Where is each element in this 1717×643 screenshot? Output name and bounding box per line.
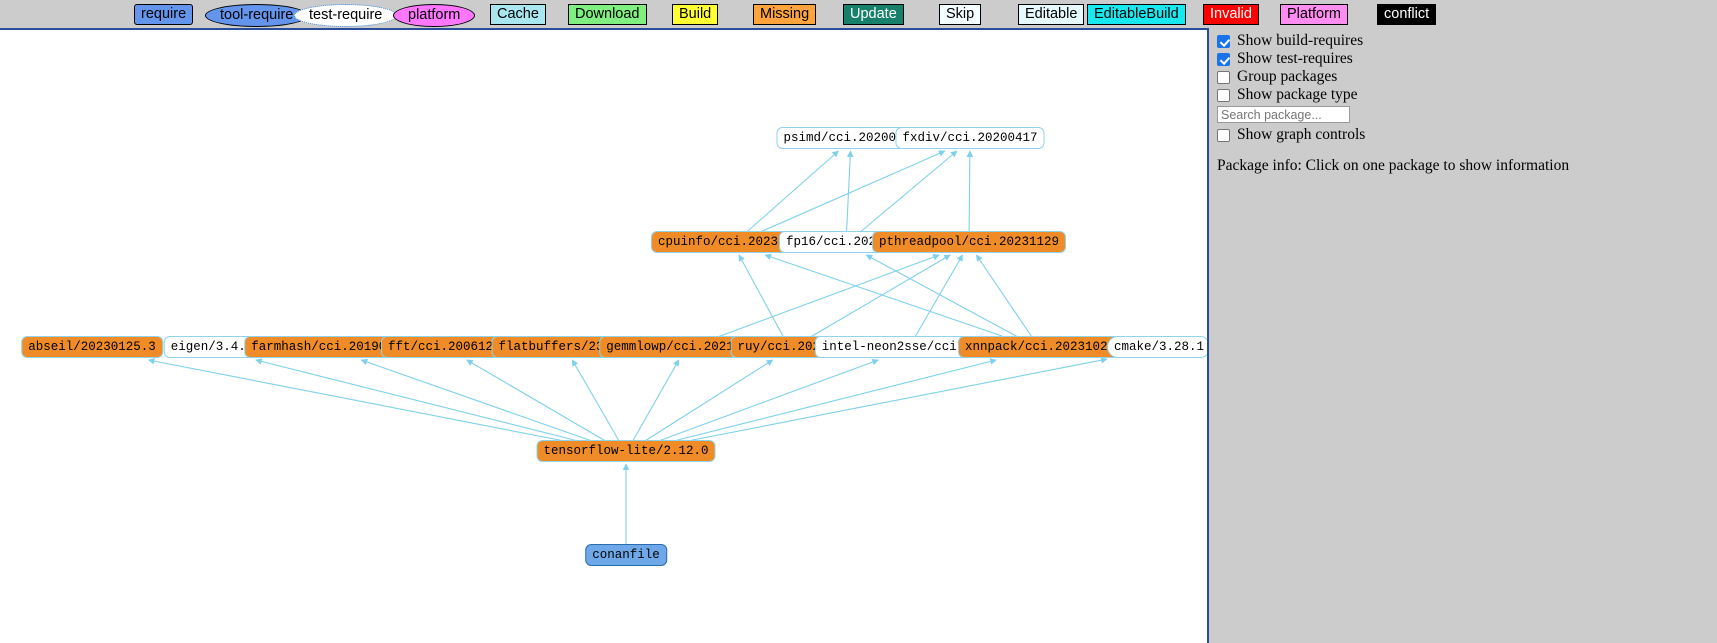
checkbox-row-group-packages[interactable]: Group packages — [1217, 68, 1717, 86]
graph-edge-xnnpack-to-fp16 — [865, 254, 1020, 339]
graph-edge-cpuinfo-to-psimd — [745, 150, 839, 234]
checkbox-label-group-packages: Group packages — [1237, 68, 1338, 85]
legend-item-test-require: test-require — [294, 4, 398, 27]
graph-node-fxdiv[interactable]: fxdiv/cci.20200417 — [895, 127, 1045, 149]
package-info-text: Package info: Click on one package to sh… — [1217, 157, 1570, 174]
legend-item-skip: Skip — [939, 4, 982, 25]
graph-edge-xnnpack-to-pthreadpool — [975, 254, 1034, 339]
graph-edge-tflite-to-farmhash — [360, 358, 595, 443]
graph-node-gemmlowp[interactable]: gemmlowp/cci.20210928 — [599, 336, 771, 358]
legend-item-missing: Missing — [753, 4, 817, 25]
checkbox-show-test-requires[interactable] — [1217, 52, 1230, 66]
graph-edge-tflite-to-xnnpack — [669, 358, 997, 443]
legend-item-invalid: Invalid — [1203, 4, 1259, 25]
legend-item-build: Build — [672, 4, 719, 25]
legend-item-platform: platform — [393, 4, 476, 27]
legend-item-require: require — [134, 4, 194, 25]
graph-node-pthreadpool[interactable]: pthreadpool/cci.20231129 — [871, 231, 1067, 253]
graph-edge-tflite-to-fft — [466, 359, 608, 443]
graph-node-psimd[interactable]: psimd/cci.20200517 — [776, 127, 926, 149]
checkbox-group-packages[interactable] — [1217, 70, 1230, 84]
graph-node-xnnpack[interactable]: xnnpack/cci.20231026 — [957, 336, 1123, 358]
graph-edge-tflite-to-eigen — [255, 358, 583, 443]
checkbox-row-show-package-type[interactable]: Show package type — [1217, 86, 1717, 104]
checkbox-label-show-build-requires: Show build-requires — [1237, 32, 1364, 49]
legend-item-conflict: conflict — [1377, 4, 1437, 25]
graph-edge-fp16-to-psimd — [845, 150, 854, 234]
checkbox-label-show-test-requires: Show test-requires — [1237, 50, 1353, 67]
checkbox-show-build-requires[interactable] — [1217, 34, 1230, 48]
graph-edge-tflite-to-ruy — [643, 359, 774, 443]
legend-item-platform: Platform — [1280, 4, 1348, 25]
graph-edges — [147, 150, 1108, 546]
graph-edge-pthreadpool-to-fxdiv — [966, 150, 974, 234]
checkbox-row-show-test-requires[interactable]: Show test-requires — [1217, 50, 1717, 68]
graph-edge-neon2sse-to-pthreadpool — [913, 254, 964, 339]
graph-node-abseil[interactable]: abseil/20230125.3 — [21, 336, 163, 358]
graph-edge-ruy-to-cpuinfo — [738, 254, 785, 339]
graph-edge-cpuinfo-to-fxdiv — [757, 150, 946, 234]
graph-edge-tflite-to-abseil — [147, 357, 570, 443]
graph-edge-xnnpack-to-cpuinfo — [764, 253, 1008, 339]
graph-node-fft[interactable]: fft/cci.20061228 — [380, 336, 516, 358]
legend-item-editablebuild: EditableBuild — [1087, 4, 1186, 25]
graph-node-neon2sse[interactable]: intel-neon2sse/cci.2021 — [814, 336, 1002, 358]
legend-item-cache: Cache — [490, 4, 546, 25]
graph-edge-tflite-to-cmake — [682, 356, 1108, 443]
checkbox-show-graph-controls[interactable] — [1217, 128, 1230, 142]
checkbox-label-show-graph-controls: Show graph controls — [1237, 126, 1366, 143]
search-input[interactable] — [1217, 106, 1350, 123]
graph-edge-tflite-to-neon2sse — [655, 358, 879, 443]
checkbox-row-show-graph-controls[interactable]: Show graph controls — [1217, 126, 1717, 144]
legend-item-download: Download — [568, 4, 647, 25]
graph-edge-gemmlowp-to-pthreadpool — [714, 253, 940, 339]
graph-node-cpuinfo[interactable]: cpuinfo/cci.20231129 — [650, 231, 816, 253]
graph-edge-tflite-to-flatbuffers — [571, 359, 621, 443]
graph-edge-ruy-to-pthreadpool — [808, 254, 951, 339]
legend-item-update: Update — [843, 4, 904, 25]
checkbox-row-show-build-requires[interactable]: Show build-requires — [1217, 32, 1717, 50]
graph-edge-tflite-to-gemmlowp — [631, 359, 680, 443]
graph-node-farmhash[interactable]: farmhash/cci.20190513 — [244, 336, 416, 358]
graph-node-tflite[interactable]: tensorflow-lite/2.12.0 — [536, 440, 716, 462]
graph-node-cmake[interactable]: cmake/3.28.1 — [1106, 336, 1207, 358]
legend-item-tool-require: tool-require — [205, 4, 309, 27]
checkbox-label-show-package-type: Show package type — [1237, 86, 1358, 103]
legend-item-editable: Editable — [1018, 4, 1085, 25]
graph-edge-fp16-to-fxdiv — [858, 150, 958, 234]
graph-node-eigen[interactable]: eigen/3.4.0 — [163, 336, 261, 358]
checkbox-show-package-type[interactable] — [1217, 88, 1230, 102]
graph-node-conanfile[interactable]: conanfile — [585, 544, 667, 566]
